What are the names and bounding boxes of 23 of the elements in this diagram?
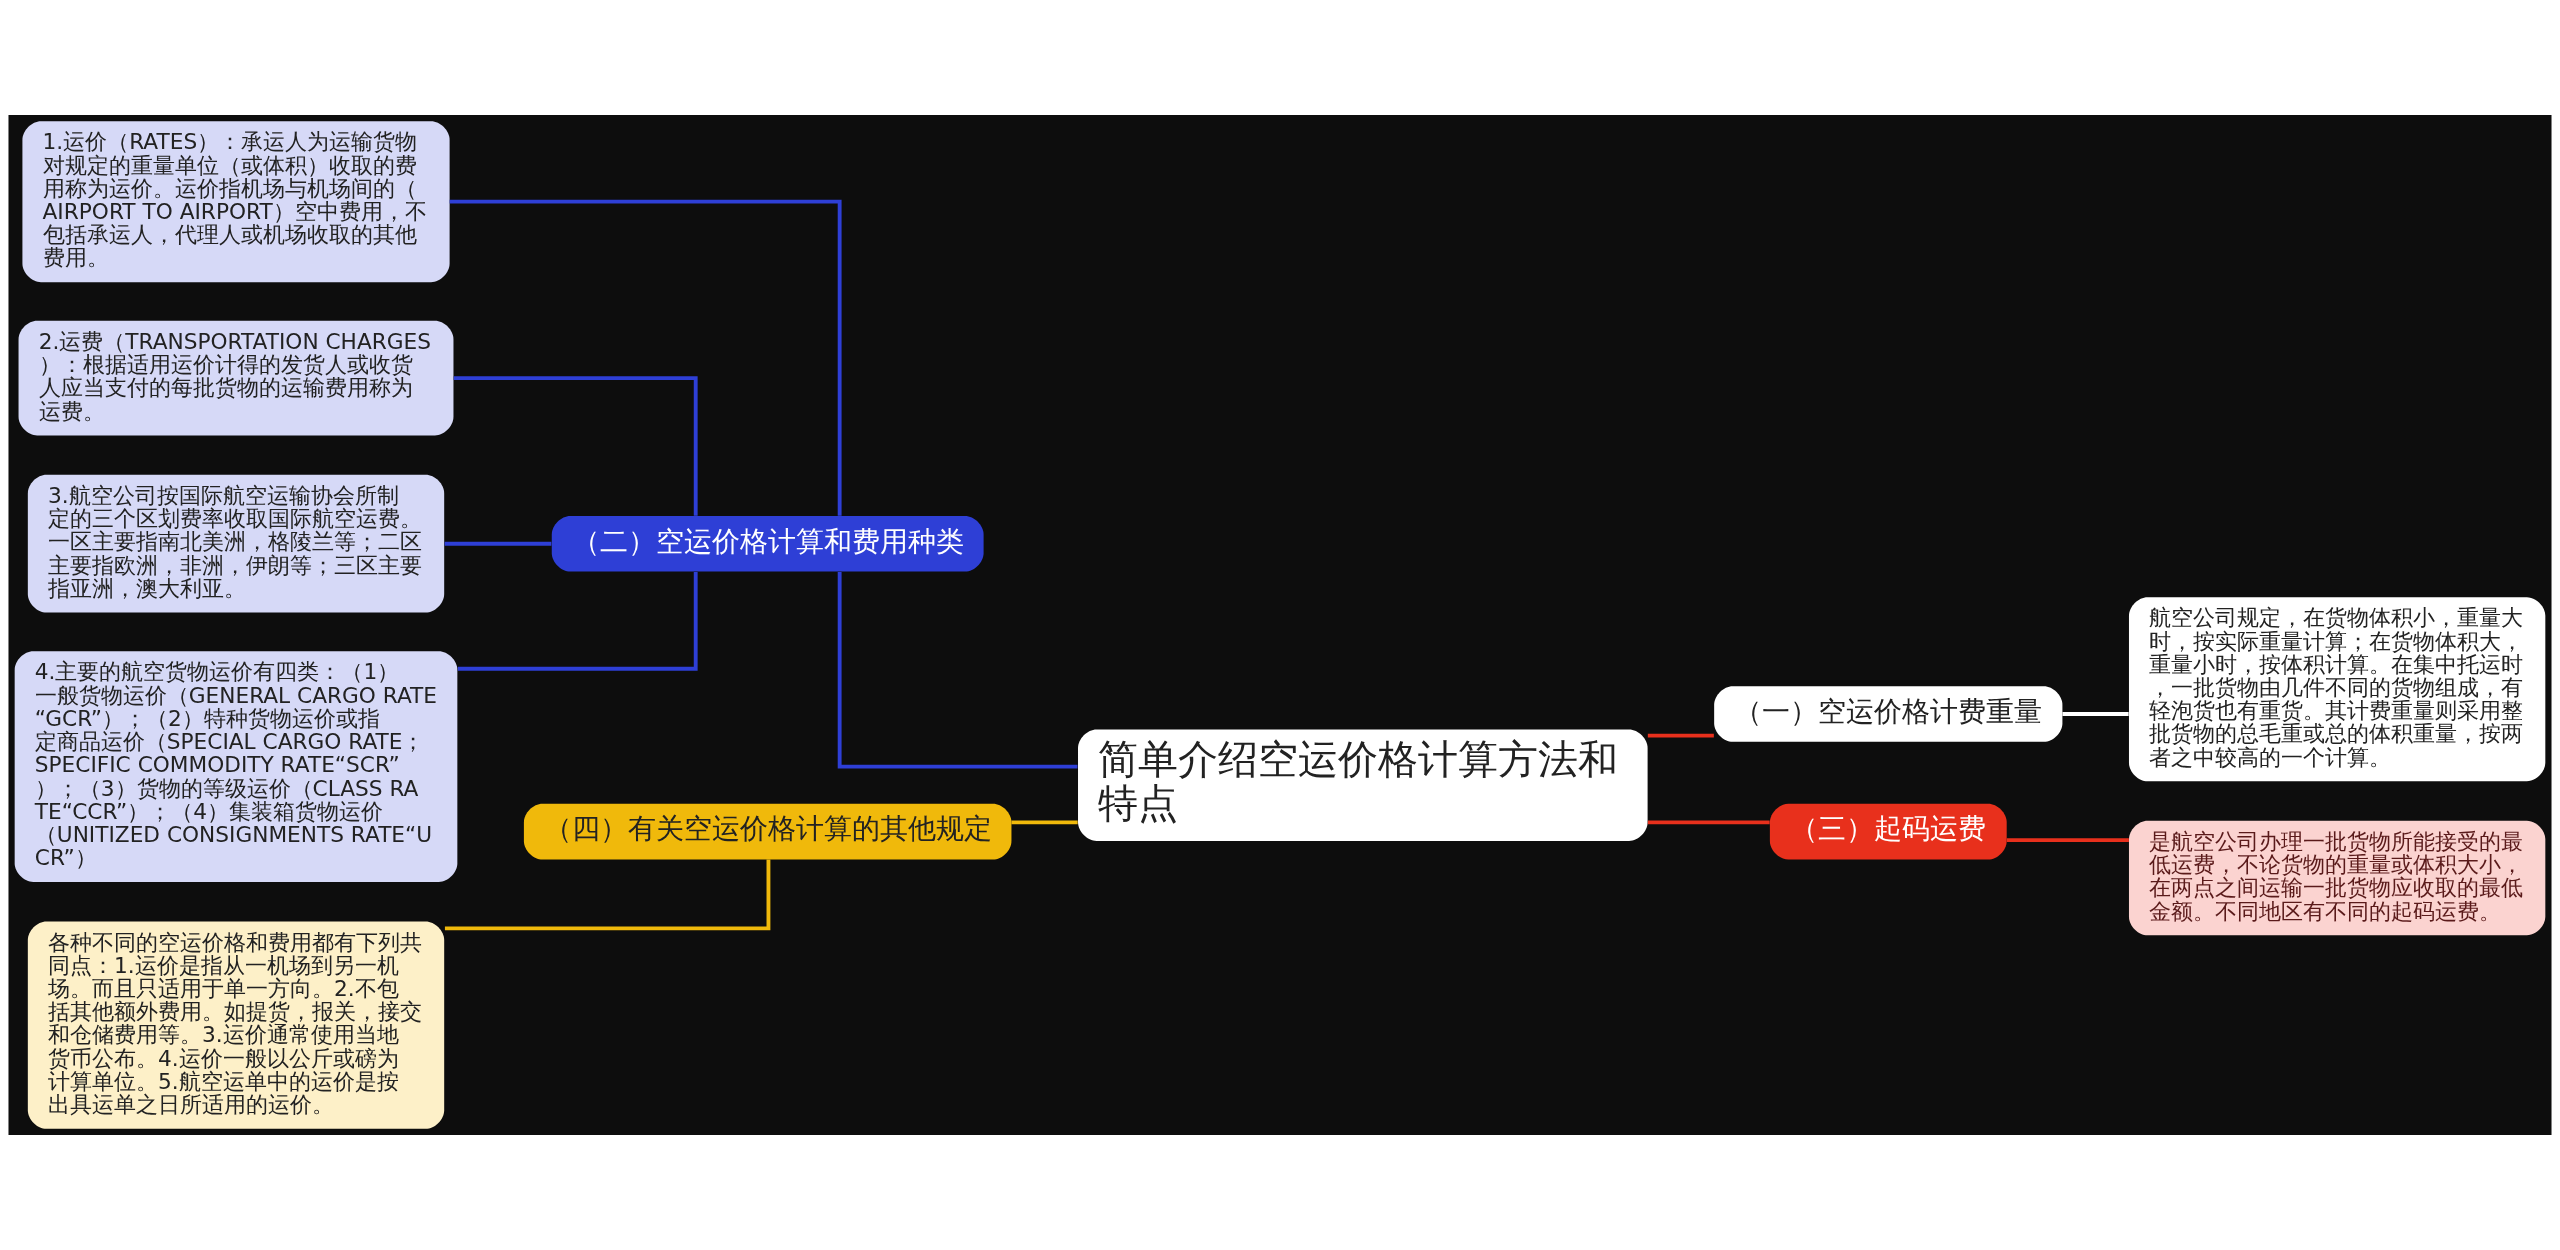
connector [1647, 820, 1770, 825]
node-box: 4.主要的航空货物运价有四类：（1）一般货物运价（GENERAL CARGO RATE“GCR”）；（2）特种货物运价或指定商品运价（SPECIAL CARGO RATE；SPECIFIC COMMODITY RATE“SCR”）；（3）货物的等级运价（CLASS RATE“CCR”）；（4）集装箱货物运价（UNITIZED CONSIGNMENTS RATE“UCR”） [14, 651, 458, 882]
node-box: （一）空运价格计费重量 [1714, 686, 2063, 742]
connector [457, 572, 698, 671]
node-box: 各种不同的空运价格和费用都有下列共同点：1.运价是指从一机场到另一机场。而且只适用于单一方向。2.不包括其他额外费用。如提货，报关，接交和仓储费用等。3.运价通常使用当地货币公布。4.运价一般以公斤或磅为计算单位。5.航空运单中的运价是按出具运单之日所适用的运价。 [27, 921, 445, 1129]
node-box: 是航空公司办理一批货物所能接受的最低运费，不论货物的重量或体积大小，在两点之间运输一批货物应收取的最低金额。不同地区有不同的起码运费。 [2128, 820, 2546, 936]
node-box: 1.运价（RATES）：承运人为运输货物对规定的重量单位（或体积）收取的费用称为运价。运价指机场与机场间的（AIRPORT TO AIRPORT）空中费用，不包括承运人，代理人或机场收取的其他费用。 [22, 121, 450, 283]
node-box: 2.运费（TRANSPORTATION CHARGES）：根据适用运价计得的发货人或收货人应当支付的每批货物的运输费用称为运费。 [18, 320, 454, 436]
node-box: 简单介绍空运价格计算方法和特点 [1078, 729, 1648, 841]
connector [444, 859, 771, 931]
connector [444, 541, 552, 546]
connector [453, 376, 698, 516]
connector [837, 571, 1078, 769]
connector [2006, 838, 2129, 843]
connector [2062, 712, 2129, 716]
node-box: （二）空运价格计算和费用种类 [551, 515, 984, 572]
node-box: （三）起码运费 [1769, 803, 2007, 860]
node-box: 航空公司规定，在货物体积小，重量大时，按实际重量计算；在货物体积大，重量小时，按体积计算。在集中托运时，一批货物由几件不同的货物组成，有轻泡货也有重货。其计费重量则采用整批货物的总毛重或总的体积重量，按两者之中较高的一个计算。 [2128, 597, 2546, 782]
connector [1647, 733, 1714, 738]
connector [449, 199, 842, 516]
node-box: （四）有关空运价格计算的其他规定 [523, 803, 1012, 860]
connector [1011, 820, 1078, 825]
node-box: 3.航空公司按国际航空运输协会所制定的三个区划费率收取国际航空运费。一区主要指南北美洲，格陵兰等；二区主要指欧洲，非洲，伊朗等；三区主要指亚洲，澳大利亚。 [27, 474, 445, 613]
